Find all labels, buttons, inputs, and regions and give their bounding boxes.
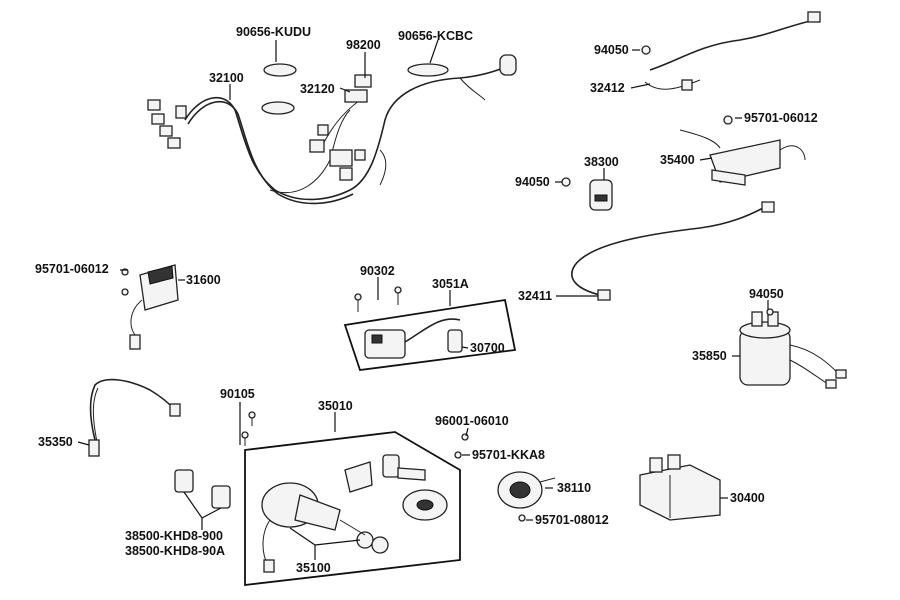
starter-relay-35850	[739, 308, 847, 389]
label-98200: 98200	[346, 38, 381, 52]
label-3051a: 3051A	[432, 277, 469, 291]
label-95701-06012-left: 95701-06012	[35, 262, 109, 276]
label-38500-khd8-90a: 38500-KHD8-90A	[125, 544, 225, 558]
label-90302: 90302	[360, 264, 395, 278]
label-95701-08012: 95701-08012	[535, 513, 609, 527]
band-90656-kcbc	[407, 63, 449, 77]
label-30400: 30400	[730, 491, 765, 505]
label-90656-kcbc: 90656-KCBC	[398, 29, 473, 43]
leader-lines	[77, 39, 769, 560]
label-90656-kudu: 90656-KUDU	[236, 25, 311, 39]
label-35400: 35400	[660, 153, 695, 167]
band-90656-kudu	[261, 63, 297, 115]
label-32120: 32120	[300, 82, 335, 96]
connectors-38500	[174, 469, 231, 509]
relay-35400	[679, 115, 806, 186]
label-94050-mid: 94050	[515, 175, 550, 189]
fuse-box-30400	[639, 454, 721, 521]
horn-38110	[454, 433, 556, 522]
label-95701-06012-top: 95701-06012	[744, 111, 818, 125]
bolts-90105	[241, 411, 256, 446]
label-96001-06010: 96001-06010	[435, 414, 509, 428]
cable-32411	[571, 201, 775, 301]
label-94050-right: 94050	[749, 287, 784, 301]
key-set-35010	[244, 431, 461, 587]
part-labels: 90656-KUDU 98200 90656-KCBC 32100 32120 …	[35, 25, 818, 575]
label-35350: 35350	[38, 435, 73, 449]
component-38300	[561, 177, 613, 211]
label-38110: 38110	[557, 481, 591, 495]
label-90105: 90105	[220, 387, 255, 401]
regulator-31600	[121, 264, 179, 350]
label-32412: 32412	[590, 81, 625, 95]
ignition-coil-group-3051a	[343, 286, 517, 371]
label-38300: 38300	[584, 155, 619, 169]
label-35100: 35100	[296, 561, 331, 575]
label-35010: 35010	[318, 399, 353, 413]
label-95701-kka8: 95701-KKA8	[472, 448, 545, 462]
label-31600: 31600	[186, 273, 221, 287]
label-32100: 32100	[209, 71, 244, 85]
wire-harness-32100	[147, 54, 517, 205]
label-38500-khd8-900: 38500-KHD8-900	[125, 529, 223, 543]
label-30700: 30700	[470, 341, 505, 355]
label-94050-top: 94050	[594, 43, 629, 57]
sensor-35350	[88, 378, 181, 457]
cable-32412	[641, 11, 821, 91]
label-32411: 32411	[518, 289, 552, 303]
label-35850: 35850	[692, 349, 727, 363]
